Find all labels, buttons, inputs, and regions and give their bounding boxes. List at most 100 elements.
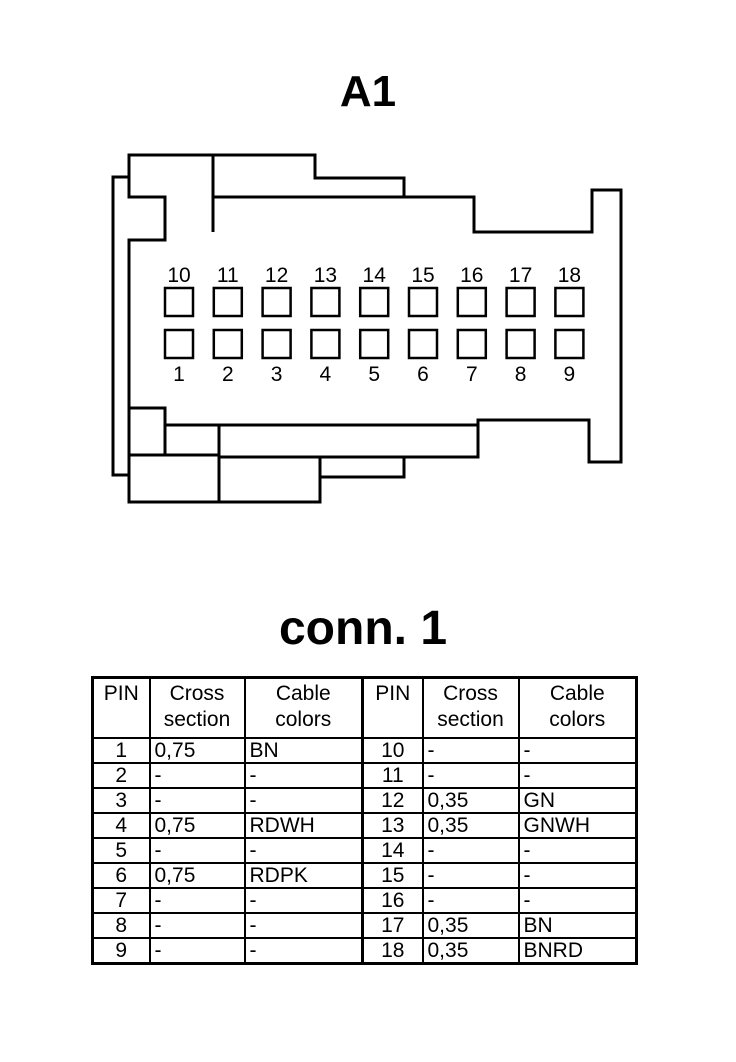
cell-pin-b: 13	[361, 812, 424, 839]
bottom-step-block	[127, 425, 480, 504]
cell-cross-a: -	[148, 837, 246, 864]
pin-square-11	[212, 286, 244, 318]
pin-label-4: 4	[320, 363, 332, 386]
diagram-title: A1	[339, 67, 397, 116]
pin-label-1: 1	[173, 363, 185, 386]
cell-pin-a: 9	[91, 937, 151, 965]
pin-label-14: 14	[363, 264, 387, 287]
table-row: 2--11--	[91, 762, 638, 789]
pin-label-11: 11	[217, 264, 239, 287]
cell-cross-b: -	[421, 762, 520, 789]
cell-cross-a: -	[148, 887, 246, 914]
cell-color-a: -	[243, 912, 364, 939]
cell-pin-a: 5	[91, 837, 151, 864]
cell-color-b: -	[517, 887, 638, 914]
pin-square-14	[358, 286, 390, 318]
pin-label-8: 8	[515, 363, 527, 386]
pin-square-2	[212, 328, 244, 360]
table-title: conn. 1	[278, 602, 448, 655]
cell-cross-a: 0,75	[148, 812, 246, 839]
cell-color-b: BN	[517, 912, 638, 939]
pin-label-2: 2	[222, 363, 234, 386]
connector-body-outline	[127, 153, 623, 464]
cell-pin-a: 4	[91, 812, 151, 839]
pin-square-1	[163, 328, 195, 360]
pin-square-10	[163, 286, 195, 318]
pin-label-18: 18	[558, 264, 581, 287]
cell-color-b: GNWH	[517, 812, 638, 839]
pin-square-15	[407, 286, 439, 318]
cell-cross-b: 0,35	[421, 787, 520, 814]
pin-square-6	[407, 328, 439, 360]
cell-pin-b: 16	[361, 887, 424, 914]
cell-cross-b: 0,35	[421, 937, 520, 965]
pin-square-3	[261, 328, 292, 360]
cell-pin-b: 14	[361, 837, 424, 864]
cell-color-b: -	[517, 762, 638, 789]
table-row: 7--16--	[91, 887, 638, 914]
left-latch-strip	[111, 175, 129, 477]
pin-label-9: 9	[564, 363, 576, 386]
cell-cross-b: -	[421, 887, 520, 914]
pin-square-8	[505, 328, 536, 360]
pin-label-15: 15	[411, 264, 434, 287]
pin-label-13: 13	[314, 264, 337, 287]
cell-color-b: -	[517, 737, 638, 764]
pin-square-5	[358, 328, 390, 360]
pin-square-12	[261, 286, 292, 318]
pin-square-9	[554, 328, 585, 360]
cell-pin-b: 12	[361, 787, 424, 814]
cell-color-a: -	[243, 787, 364, 814]
pin-square-7	[456, 328, 488, 360]
cell-color-b: BNRD	[517, 937, 638, 965]
cell-color-a: -	[243, 837, 364, 864]
cell-color-a: -	[243, 887, 364, 914]
cell-pin-b: 17	[361, 912, 424, 939]
top-step-block	[213, 153, 406, 197]
pin-label-6: 6	[417, 363, 429, 386]
cell-cross-a: -	[148, 937, 246, 965]
cell-color-a: RDPK	[243, 862, 364, 889]
pin-label-17: 17	[509, 264, 532, 287]
pin-squares	[163, 286, 585, 360]
cell-pin-a: 1	[91, 737, 151, 764]
pin-square-4	[310, 328, 341, 360]
cell-cross-a: -	[148, 762, 246, 789]
cell-pin-b: 18	[361, 937, 424, 965]
cell-pin-a: 6	[91, 862, 151, 889]
cell-pin-a: 3	[91, 787, 151, 814]
cell-cross-b: 0,35	[421, 912, 520, 939]
pin-label-3: 3	[271, 363, 283, 386]
pin-label-10: 10	[167, 264, 190, 287]
bottom-outline	[127, 408, 167, 457]
cell-pin-b: 15	[361, 862, 424, 889]
cell-pin-a: 7	[91, 887, 151, 914]
cell-pin-a: 2	[91, 762, 151, 789]
cell-cross-b: -	[421, 737, 520, 764]
pin-square-16	[456, 286, 488, 318]
cell-pin-b: 10	[361, 737, 424, 764]
cell-cross-a: 0,75	[148, 737, 246, 764]
cell-color-a: -	[243, 937, 364, 965]
pin-square-17	[505, 286, 536, 318]
cell-pin-b: 11	[361, 762, 424, 789]
cell-color-a: RDWH	[243, 812, 364, 839]
header-pin: PIN	[361, 676, 424, 739]
cell-cross-b: -	[421, 837, 520, 864]
cell-cross-a: -	[148, 912, 246, 939]
pin-label-12: 12	[265, 264, 288, 287]
pin-square-18	[554, 286, 585, 318]
cell-pin-a: 8	[91, 912, 151, 939]
